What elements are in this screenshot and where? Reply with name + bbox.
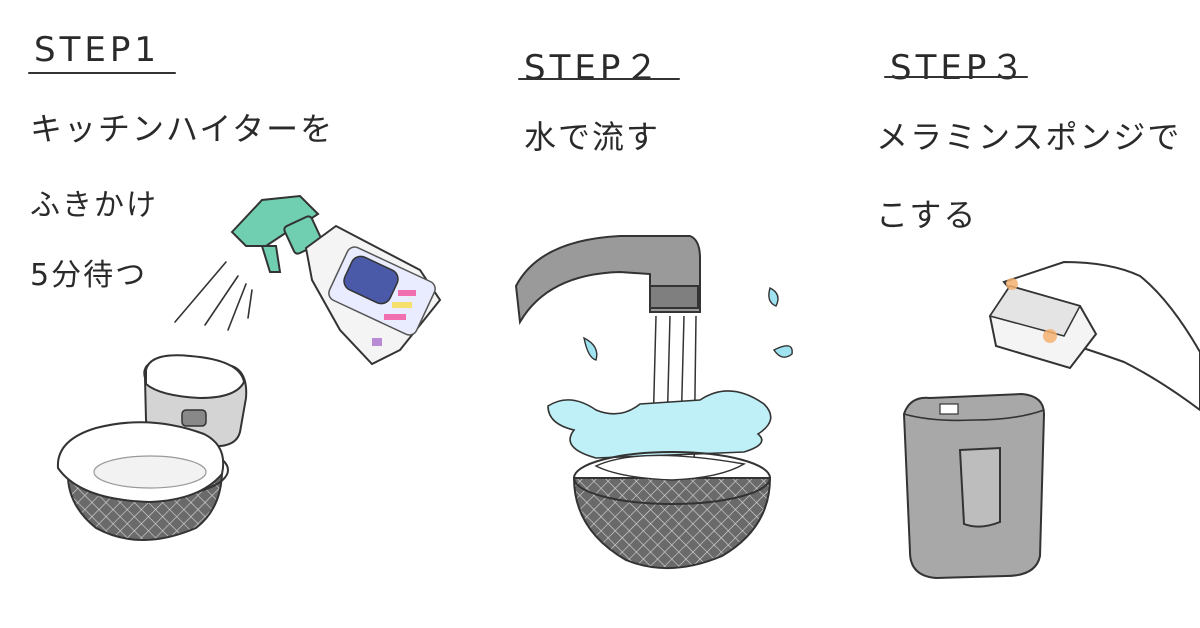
step3-line2: こする — [876, 196, 978, 234]
water-splash-icon — [547, 286, 793, 459]
step3-line1: メラミンスポンジで — [876, 118, 1182, 156]
faucet-icon — [514, 235, 701, 326]
step1-underline — [28, 72, 176, 74]
step2-underline — [518, 78, 680, 80]
spray-bottle-icon — [230, 194, 442, 366]
mesh-basket-step2-icon — [572, 451, 772, 570]
step1-title: STEP1 — [34, 30, 160, 70]
mesh-basket-step1-icon — [56, 421, 229, 541]
step3-underline — [884, 76, 1028, 78]
step1-line3: 5分待つ — [30, 258, 148, 293]
step2-title: STEP２ — [524, 48, 663, 88]
step3-title: STEP３ — [890, 48, 1029, 88]
spray-lines — [174, 261, 253, 331]
step1-line2: ふきかけ — [30, 188, 158, 223]
hand-with-sponge-icon — [988, 260, 1200, 412]
step2-line1: 水で流す — [524, 118, 661, 156]
step1-line1: キッチンハイターを — [30, 110, 335, 148]
cup-step3-icon — [902, 392, 1046, 580]
